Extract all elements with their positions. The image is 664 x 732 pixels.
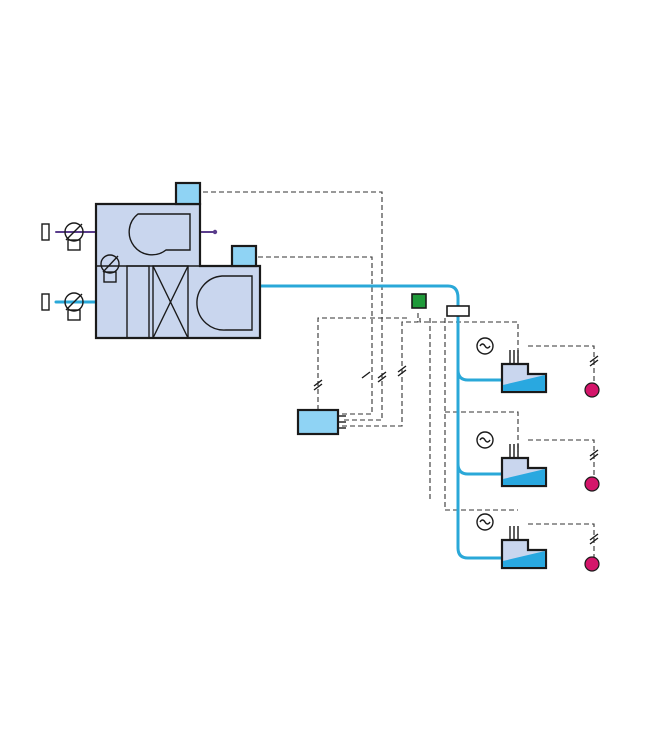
room-sensor-icon xyxy=(584,382,600,398)
coil-icon xyxy=(152,265,189,339)
damper-icon xyxy=(503,469,545,485)
vav-box-2 xyxy=(476,431,600,492)
damper-icon xyxy=(503,551,545,567)
vav-box-1 xyxy=(476,337,600,398)
static-pressure-sensor xyxy=(411,293,427,309)
fan-icon xyxy=(128,213,191,256)
damper-icon xyxy=(503,375,545,391)
actuator-icon xyxy=(230,244,258,268)
control-wiring xyxy=(203,191,599,560)
actuator-icon xyxy=(174,181,202,206)
air-handling-unit xyxy=(94,181,262,340)
room-sensor-icon xyxy=(584,556,600,572)
flow-sensor-icon xyxy=(476,337,494,355)
flow-sensor-icon xyxy=(476,431,494,449)
controller xyxy=(296,408,346,436)
room-sensor-icon xyxy=(584,476,600,492)
flow-sensor-icon xyxy=(476,513,494,531)
return-air-damper xyxy=(41,292,84,321)
airflow-station xyxy=(446,305,470,317)
fan-icon xyxy=(196,275,253,331)
vav-box-3 xyxy=(476,513,600,572)
outdoor-air-damper xyxy=(41,222,84,251)
damper-icon xyxy=(100,254,120,283)
filter-icon xyxy=(126,265,150,339)
supply-duct xyxy=(54,229,504,560)
